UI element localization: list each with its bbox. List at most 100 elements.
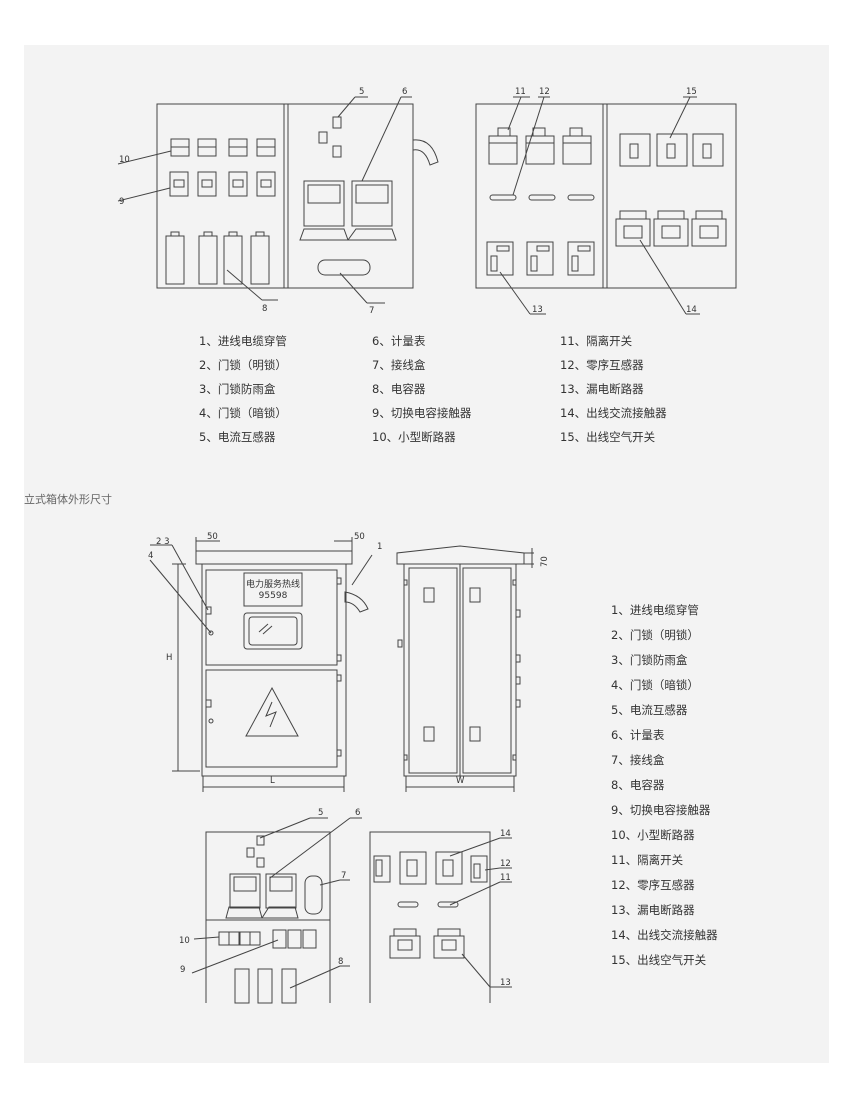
legend-right-15: 15、出线空气开关 <box>611 953 707 967</box>
current-transformer-top-3 <box>332 145 342 158</box>
legend-top-12: 12、零序互感器 <box>560 358 644 372</box>
legend-top-15: 15、出线空气开关 <box>560 430 656 444</box>
legend-top-3: 3、门锁防雨盒 <box>199 382 276 396</box>
legend-right-2: 2、门锁（明锁） <box>611 628 699 642</box>
current-transformer-top-2 <box>318 131 328 144</box>
meter-window <box>243 612 303 650</box>
legend-right-6: 6、计量表 <box>611 728 665 742</box>
legend-top-8: 8、电容器 <box>372 382 426 396</box>
front-roof <box>195 550 353 565</box>
callout-b7: 7 <box>341 871 346 881</box>
outgoing-ac-contactors-top <box>615 210 727 247</box>
callout-b8: 8 <box>338 957 343 967</box>
callout-b13: 13 <box>500 978 511 988</box>
dim-roof: 70 <box>540 556 550 567</box>
isolating-switches-top <box>488 127 592 165</box>
legend-top-2: 2、门锁（明锁） <box>199 358 287 372</box>
meter-top-1 <box>303 180 345 227</box>
capacitors-top <box>165 231 270 285</box>
legend-right-1: 1、进线电缆穿管 <box>611 603 699 617</box>
front-cable-conduit <box>344 591 369 613</box>
small-breakers-top <box>170 138 276 157</box>
cable-conduit-top <box>412 139 439 166</box>
legend-right-4: 4、门锁（暗锁） <box>611 678 699 692</box>
callout-b10: 10 <box>179 936 190 946</box>
legend-right-7: 7、接线盒 <box>611 753 665 767</box>
legend-right-5: 5、电流互感器 <box>611 703 688 717</box>
hotline-label-box <box>243 572 303 607</box>
dim-length: L <box>270 776 275 786</box>
callout-lines-top <box>117 96 700 315</box>
bottom-left-interior <box>205 831 331 1003</box>
dim-height: H <box>166 653 172 663</box>
callout-10: 10 <box>119 155 130 165</box>
meter-top-2 <box>351 180 393 227</box>
current-transformer-top-1 <box>332 116 342 129</box>
zero-sequence-ct-1 <box>489 194 517 201</box>
legend-top-14: 14、出线交流接触器 <box>560 406 667 420</box>
callout-b6: 6 <box>355 808 360 818</box>
top-left-cabinet <box>156 103 414 289</box>
legend-top-1: 1、进线电缆穿管 <box>199 334 287 348</box>
callout-7: 7 <box>369 306 374 316</box>
callout-1: 1 <box>377 542 382 552</box>
legend-top-9: 9、切换电容接触器 <box>372 406 472 420</box>
legend-right-13: 13、漏电断路器 <box>611 903 695 917</box>
legend-top-4: 4、门锁（暗锁） <box>199 406 287 420</box>
hotline-label: 电力服务热线 <box>246 578 300 590</box>
bottom-right-interior <box>369 831 491 1003</box>
callout-b11: 11 <box>500 873 511 883</box>
callout-6: 6 <box>402 87 407 97</box>
zero-sequence-ct-2 <box>528 194 556 201</box>
callout-b14: 14 <box>500 829 511 839</box>
warning-triangle <box>245 686 299 737</box>
front-cabinet <box>201 563 347 777</box>
dim-top-left: 50 <box>207 532 218 542</box>
leakage-breakers-top <box>486 241 595 276</box>
contactors-bottom <box>272 929 317 949</box>
capacitor-contactors-top <box>169 171 276 197</box>
hotline-number: 95598 <box>259 591 288 601</box>
legend-right: 1、进线电缆穿管 2、门锁（明锁） 3、门锁防雨盒 4、门锁（暗锁） 5、电流互… <box>611 598 771 973</box>
legend-top-13: 13、漏电断路器 <box>560 382 644 396</box>
legend-right-12: 12、零序互感器 <box>611 878 695 892</box>
callout-2-3: 2 3 <box>156 537 170 547</box>
callout-13: 13 <box>532 305 543 315</box>
callout-b9: 9 <box>180 965 185 975</box>
legend-right-3: 3、门锁防雨盒 <box>611 653 688 667</box>
legend-right-11: 11、隔离开关 <box>611 853 684 867</box>
outgoing-air-switches-top <box>619 133 724 167</box>
small-breakers-bottom <box>218 931 261 946</box>
callout-5: 5 <box>359 87 364 97</box>
capacitors-bottom <box>234 968 297 1004</box>
callout-8: 8 <box>262 304 267 314</box>
legend-right-14: 14、出线交流接触器 <box>611 928 718 942</box>
callout-15: 15 <box>686 87 697 97</box>
legend-top-7: 7、接线盒 <box>372 358 426 372</box>
side-roof <box>396 545 525 565</box>
callout-4: 4 <box>148 551 153 561</box>
callout-12: 12 <box>539 87 550 97</box>
callout-11: 11 <box>515 87 526 97</box>
top-right-cabinet <box>475 103 737 289</box>
dim-top-right: 50 <box>354 532 365 542</box>
legend-top: 1、进线电缆穿管 2、门锁（明锁） 3、门锁防雨盒 4、门锁（暗锁） 5、电流互… <box>199 334 667 444</box>
legend-right-8: 8、电容器 <box>611 778 665 792</box>
callout-9: 9 <box>119 197 124 207</box>
legend-top-11: 11、隔离开关 <box>560 334 633 348</box>
section-title: 立式箱体外形尺寸 <box>24 493 112 506</box>
vents <box>423 587 481 742</box>
content-panel <box>24 45 829 1063</box>
zero-sequence-ct-3 <box>567 194 595 201</box>
legend-right-9: 9、切换电容接触器 <box>611 803 711 817</box>
callout-14: 14 <box>686 305 697 315</box>
dim-width: W <box>456 776 465 786</box>
legend-top-10: 10、小型断路器 <box>372 430 456 444</box>
legend-right-10: 10、小型断路器 <box>611 828 695 842</box>
legend-top-6: 6、计量表 <box>372 334 426 348</box>
callout-b12: 12 <box>500 859 511 869</box>
junction-box-top <box>317 259 371 276</box>
callout-b5: 5 <box>318 808 323 818</box>
legend-top-5: 5、电流互感器 <box>199 430 276 444</box>
